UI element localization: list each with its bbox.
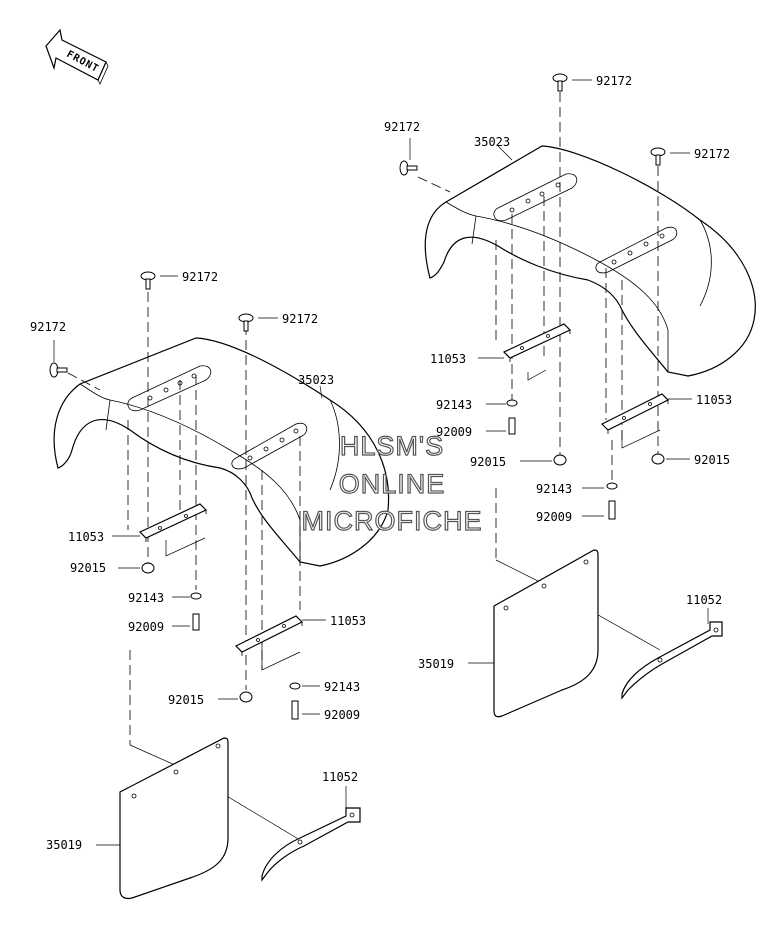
callout-11053: 11053 (430, 352, 466, 366)
callout-35019: 35019 (418, 657, 454, 671)
callout-92015: 92015 (470, 455, 506, 469)
flap-bracket-11052-right (621, 621, 723, 700)
callout-11053: 11053 (696, 393, 732, 407)
bracket-11053-right-lower (600, 393, 670, 434)
rear-fender-left (53, 337, 390, 567)
watermark-line-3: MICROFICHE (302, 506, 483, 536)
callout-11052: 11052 (322, 770, 358, 784)
hardware-left (49, 271, 301, 720)
callout-labels: 92172 92172 35023 92172 11053 92143 9200… (30, 74, 732, 852)
bracket-11053-right-upper (502, 323, 572, 362)
callout-92015: 92015 (694, 453, 730, 467)
assembly-guide-lines-right (417, 92, 661, 651)
callout-92172: 92172 (182, 270, 218, 284)
callout-92009: 92009 (128, 620, 164, 634)
rear-fender-right (424, 145, 756, 377)
callout-92172: 92172 (30, 320, 66, 334)
callout-92009: 92009 (324, 708, 360, 722)
callout-11053: 11053 (68, 530, 104, 544)
callout-35023: 35023 (474, 135, 510, 149)
callout-92172: 92172 (384, 120, 420, 134)
callout-35023: 35023 (298, 373, 334, 387)
callout-92009: 92009 (536, 510, 572, 524)
callout-92143: 92143 (536, 482, 572, 496)
front-direction-arrow: FRONT (45, 28, 109, 85)
bracket-11053-left-lower (234, 615, 304, 656)
callout-92172: 92172 (694, 147, 730, 161)
bracket-11053-left-upper (138, 503, 208, 542)
callout-11053: 11053 (330, 614, 366, 628)
watermark-line-1: HLSM'S (340, 431, 444, 461)
callout-92143: 92143 (436, 398, 472, 412)
callout-92172: 92172 (596, 74, 632, 88)
callout-11052: 11052 (686, 593, 722, 607)
watermark-line-2: ONLINE (339, 469, 446, 499)
mud-flap-35019-right (493, 549, 599, 718)
callout-92143: 92143 (128, 591, 164, 605)
callout-92015: 92015 (70, 561, 106, 575)
callout-92143: 92143 (324, 680, 360, 694)
callout-35019: 35019 (46, 838, 82, 852)
watermark: HLSM'S ONLINE MICROFICHE (301, 430, 483, 536)
callout-92009: 92009 (436, 425, 472, 439)
callout-92172: 92172 (282, 312, 318, 326)
callout-92015: 92015 (168, 693, 204, 707)
hardware-right (399, 73, 666, 520)
flap-bracket-11052-left (261, 807, 361, 882)
mud-flap-35019-left (119, 737, 229, 900)
callout-leaders (53, 79, 709, 846)
